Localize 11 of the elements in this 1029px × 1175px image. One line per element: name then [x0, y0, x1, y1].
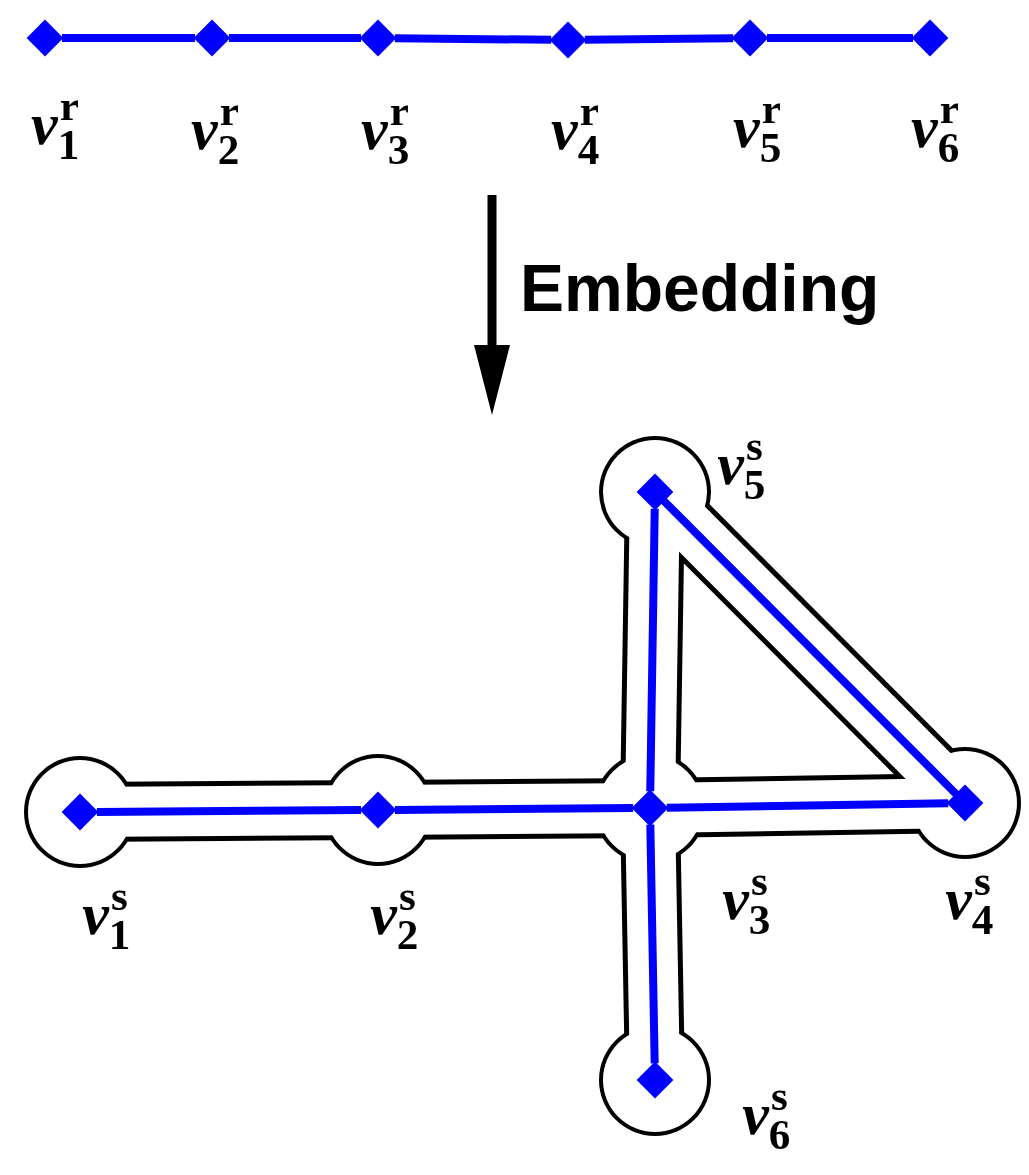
graph-edge — [62, 34, 195, 42]
graph-edge — [394, 804, 634, 814]
graph-edge — [767, 34, 913, 42]
graph-edge — [666, 799, 949, 812]
graph-edge — [646, 824, 659, 1064]
graph-edge — [660, 497, 960, 798]
graph-edge — [96, 806, 362, 816]
graph-edge — [229, 34, 361, 42]
graph-edge — [584, 34, 734, 44]
graph-edge — [646, 508, 659, 792]
graph-edge — [394, 34, 552, 44]
